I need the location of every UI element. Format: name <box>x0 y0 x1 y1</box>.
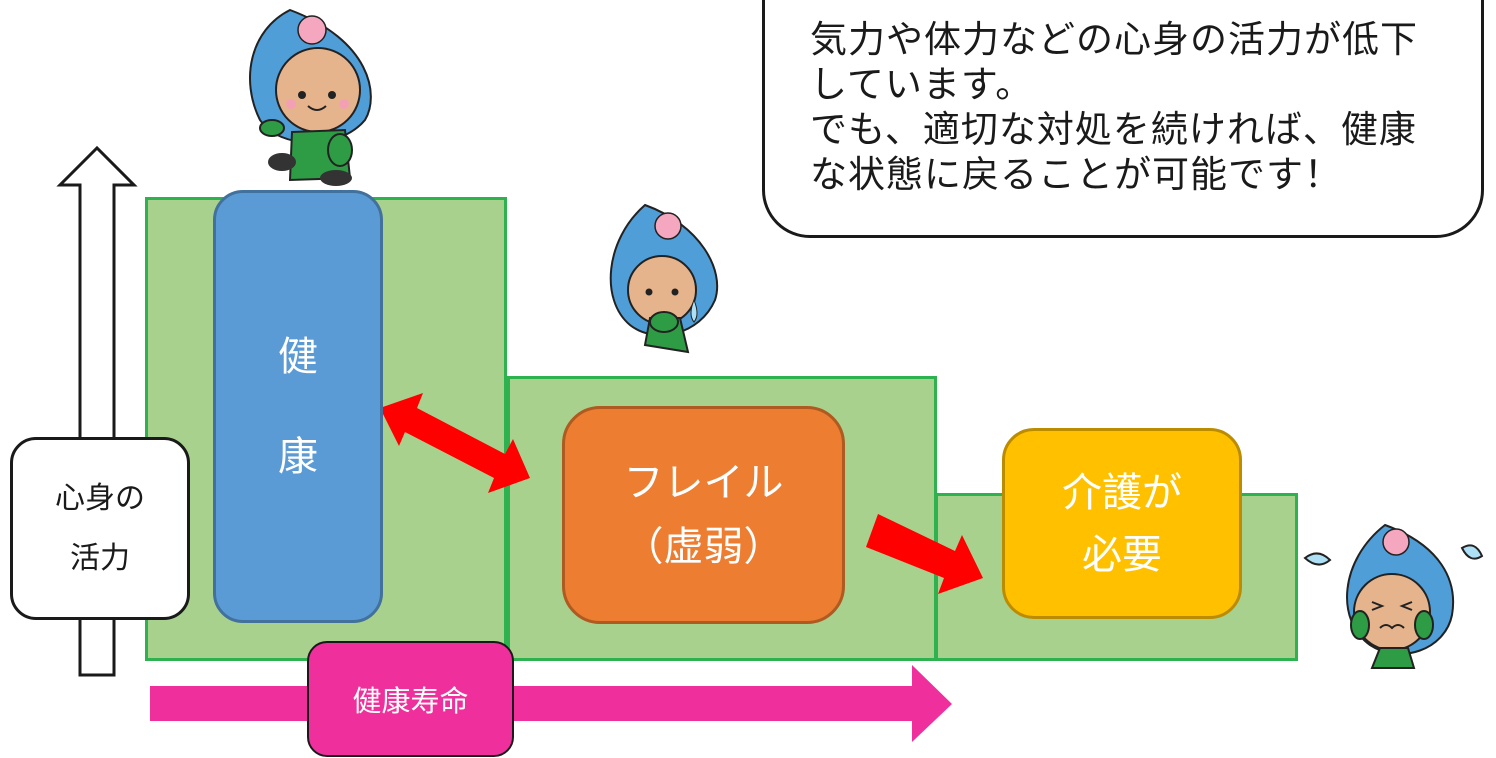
callout-line: な状態に戻ることが可能です！ <box>810 153 1342 196</box>
healthy-life-arrow <box>150 665 952 742</box>
care-step-label: 介護が 必要 <box>1002 428 1242 619</box>
healthy-life-label: 健康寿命 <box>307 641 514 757</box>
callout-line: しています。 <box>810 63 1034 106</box>
frailty-step-label: フレイル （虚弱） <box>562 406 845 624</box>
vertical-axis-label: 心身の 活力 <box>10 437 190 620</box>
callout-line: 気力や体力などの心身の活力が低下 <box>810 18 1418 61</box>
mascot-distressed <box>1303 523 1484 669</box>
healthy-step-label: 健 康 <box>213 190 383 623</box>
callout-bubble: 気力や体力などの心身の活力が低下 しています。 でも、適切な対処を続ければ、健康… <box>762 0 1484 238</box>
mascot-happy <box>249 8 372 186</box>
double-red-arrow <box>380 393 530 493</box>
red-arrow <box>866 514 983 594</box>
mascot-worried <box>609 203 719 354</box>
callout-line: でも、適切な対処を続ければ、健康 <box>810 108 1417 151</box>
